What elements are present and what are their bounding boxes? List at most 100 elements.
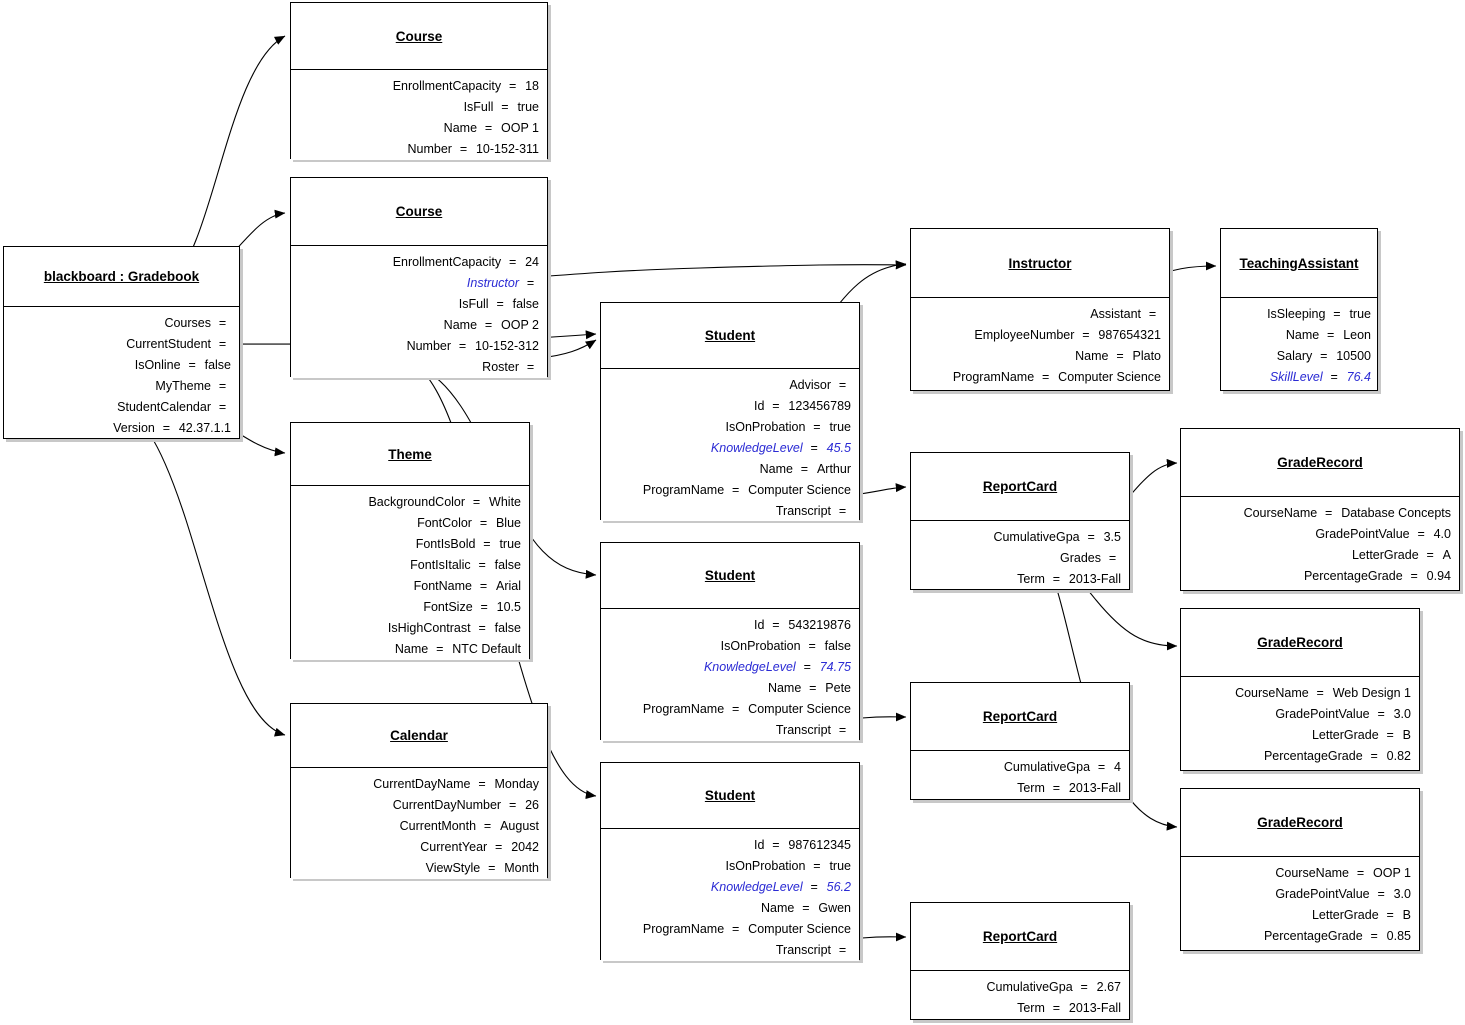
slot-isfull: IsFull = true <box>297 97 539 118</box>
slot-transcript: Transcript = <box>607 501 851 522</box>
object-title: GradeRecord <box>1277 455 1363 470</box>
slot-equals: = <box>488 861 496 875</box>
slot-equals: = <box>479 516 488 530</box>
slot-value: 987612345 <box>788 838 851 852</box>
slot-equals: = <box>838 723 847 737</box>
slot-value: Month <box>504 861 539 875</box>
slot-equals: = <box>459 142 468 156</box>
slot-percentagegrade: PercentageGrade = 0.85 <box>1187 926 1411 947</box>
object-box-student-gwen[interactable]: Student Id = 987612345 IsOnProbation = t… <box>600 762 860 961</box>
slot-lettergrade: LetterGrade = B <box>1187 905 1411 926</box>
slot-value: 24 <box>525 255 539 269</box>
slot-value: Plato <box>1132 349 1162 363</box>
slot-name: Name = Arthur <box>607 459 851 480</box>
slot-value: 2013-Fall <box>1068 1001 1121 1015</box>
slot-fontisbold: FontIsBold = true <box>297 534 521 555</box>
slot-isonprobation: IsOnProbation = true <box>607 856 851 877</box>
slot-transcript: Transcript = <box>607 720 851 741</box>
object-box-graderecord-2[interactable]: GradeRecord CourseName = Web Design 1 Gr… <box>1180 608 1420 771</box>
object-box-student-arthur[interactable]: Student Advisor = Id = 123456789 IsOnPro… <box>600 302 860 522</box>
slot-knowledgelevel: KnowledgeLevel = 74.75 <box>607 657 851 678</box>
object-title: Theme <box>388 446 432 462</box>
slot-equals: = <box>1327 328 1335 342</box>
slot-name: Name <box>1285 328 1320 342</box>
slot-equals: = <box>1316 686 1324 700</box>
slot-name: CumulativeGpa <box>993 530 1080 544</box>
slot-name: GradePointValue <box>1275 887 1370 901</box>
slot-name: IsFull <box>463 100 494 114</box>
slot-cumulativegpa: CumulativeGpa = 3.5 <box>917 527 1121 548</box>
object-header: Theme <box>291 423 529 486</box>
slot-courses: Courses = <box>10 313 231 334</box>
object-box-theme[interactable]: Theme BackgroundColor = White FontColor … <box>290 422 530 660</box>
slot-name: Name = OOP 2 <box>297 315 539 336</box>
slot-equals: = <box>188 358 196 372</box>
slot-name: Number <box>406 339 452 353</box>
slot-name: Salary <box>1276 349 1313 363</box>
object-box-course-oop1[interactable]: Course EnrollmentCapacity = 18 IsFull = … <box>290 2 548 160</box>
slot-name: ProgramName <box>642 483 725 497</box>
slot-value: false <box>824 639 851 653</box>
object-title: GradeRecord <box>1257 635 1343 650</box>
object-title: blackboard : Gradebook <box>43 269 200 284</box>
object-box-graderecord-1[interactable]: GradeRecord CourseName = Database Concep… <box>1180 428 1460 591</box>
slot-equals: = <box>1052 1001 1061 1015</box>
slot-value: Arial <box>495 579 521 593</box>
object-box-student-pete[interactable]: Student Id = 543219876 IsOnProbation = f… <box>600 542 860 741</box>
slot-equals: = <box>800 462 809 476</box>
object-box-graderecord-3[interactable]: GradeRecord CourseName = OOP 1 GradePoin… <box>1180 788 1420 951</box>
object-box-reportcard-1[interactable]: ReportCard CumulativeGpa = 3.5 Grades = … <box>910 452 1130 590</box>
slot-id: Id = 123456789 <box>607 396 851 417</box>
slot-equals: = <box>1426 548 1434 562</box>
object-box-teachingassistant[interactable]: TeachingAssistant IsSleeping = true Name… <box>1220 228 1378 391</box>
slot-name: Name = Pete <box>607 678 851 699</box>
slot-gradepointvalue: GradePointValue = 3.0 <box>1187 704 1411 725</box>
slot-equals: = <box>1417 527 1425 541</box>
slot-equals: = <box>218 316 227 330</box>
slot-value: true <box>517 100 539 114</box>
slot-equals: = <box>1356 866 1365 880</box>
object-slots: IsSleeping = true Name = Leon Salary = 1… <box>1221 298 1377 390</box>
slot-name: LetterGrade <box>1351 548 1419 562</box>
object-box-gradebook[interactable]: blackboard : Gradebook Courses = Current… <box>3 246 240 439</box>
slot-value: 2013-Fall <box>1068 572 1121 586</box>
slot-number: Number = 10-152-311 <box>297 139 539 160</box>
slot-name: CurrentDayName <box>373 777 471 791</box>
object-header: Calendar <box>291 704 547 768</box>
slot-value: Computer Science <box>748 483 851 497</box>
slot-lettergrade: LetterGrade = B <box>1187 725 1411 746</box>
object-slots: CumulativeGpa = 2.67 Term = 2013-Fall <box>911 971 1129 1019</box>
object-box-reportcard-3[interactable]: ReportCard CumulativeGpa = 2.67 Term = 2… <box>910 902 1130 1020</box>
slot-equals: = <box>1386 728 1394 742</box>
slot-equals: = <box>808 639 816 653</box>
slot-name: FontIsItalic <box>410 558 471 572</box>
object-box-reportcard-2[interactable]: ReportCard CumulativeGpa = 4 Term = 2013… <box>910 682 1130 800</box>
object-title: Course <box>395 204 443 219</box>
object-title: ReportCard <box>982 709 1058 724</box>
slot-equals: = <box>1108 551 1117 565</box>
slot-name: FontIsBold <box>415 537 476 551</box>
slot-name: ProgramName <box>642 702 725 716</box>
slot-roster: Roster = <box>297 357 539 378</box>
object-slots: CurrentDayName = Monday CurrentDayNumber… <box>291 768 547 879</box>
slot-equals: = <box>218 400 227 414</box>
slot-value: Computer Science <box>748 922 851 936</box>
slot-equals: = <box>496 297 504 311</box>
slot-name: Name = Plato <box>917 346 1161 367</box>
object-box-course-oop2[interactable]: Course EnrollmentCapacity = 24 Instructo… <box>290 177 548 378</box>
slot-equals: = <box>1330 370 1338 384</box>
slot-gradepointvalue: GradePointValue = 3.0 <box>1187 884 1411 905</box>
slot-equals: = <box>838 378 847 392</box>
object-box-instructor[interactable]: Instructor Assistant = EmployeeNumber = … <box>910 228 1170 391</box>
slot-name: CourseName <box>1275 866 1350 880</box>
slot-programname: ProgramName = Computer Science <box>607 919 851 940</box>
slot-gradepointvalue: GradePointValue = 4.0 <box>1187 524 1451 545</box>
slot-name: IsOnProbation <box>725 859 806 873</box>
slot-value: OOP 1 <box>1373 866 1411 880</box>
slot-instructor: Instructor = <box>297 273 539 294</box>
slot-name: CurrentStudent <box>126 337 211 351</box>
slot-grades: Grades = <box>917 548 1121 569</box>
slot-equals: = <box>484 318 493 332</box>
object-box-calendar[interactable]: Calendar CurrentDayName = Monday Current… <box>290 703 548 879</box>
slot-name: Id <box>753 838 765 852</box>
